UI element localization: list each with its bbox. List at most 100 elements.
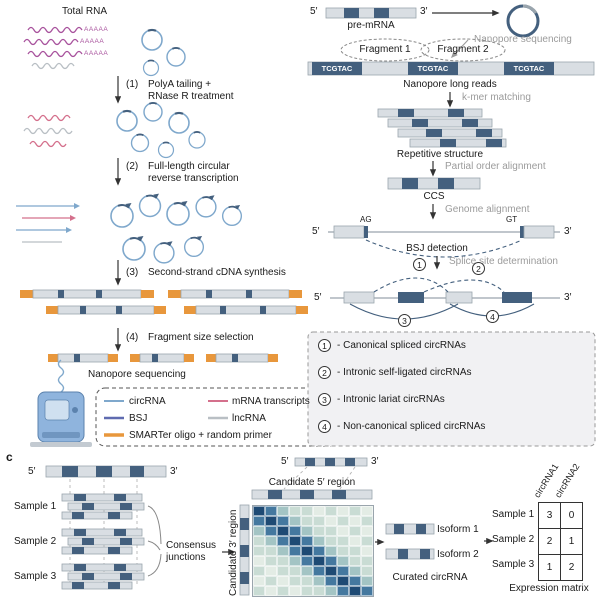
fragment2-ellipse bbox=[420, 38, 506, 62]
isoform1-bar bbox=[385, 523, 435, 535]
circled-4: 4 bbox=[486, 310, 499, 323]
size-selected-fragments bbox=[48, 353, 278, 363]
legend-entry-1: - Canonical spliced circRNAs bbox=[337, 340, 466, 351]
motif-tcgtac: TCGTAC bbox=[321, 64, 353, 73]
arrow-nanopore-sequencing bbox=[451, 39, 469, 59]
legend-lncrna-label: lncRNA bbox=[232, 413, 266, 424]
panel-b-graphics bbox=[307, 4, 596, 447]
heatmap-cell bbox=[265, 526, 277, 536]
poa-label: Partial order alignment bbox=[445, 161, 546, 172]
candidate-guide-line bbox=[339, 466, 356, 490]
legend-circrna-label: circRNA bbox=[129, 396, 166, 407]
panel-a-graphics bbox=[16, 26, 339, 447]
heatmap-cell bbox=[325, 546, 337, 556]
long-reads-label: Nanopore long reads bbox=[403, 79, 497, 90]
heatmap-cell bbox=[253, 556, 265, 566]
heatmap-cell bbox=[325, 586, 337, 596]
heatmap-cell bbox=[361, 566, 373, 576]
panel-c-label: c bbox=[6, 450, 13, 464]
heatmap-cell bbox=[253, 516, 265, 526]
heatmap-cell bbox=[313, 526, 325, 536]
heatmap-cell bbox=[325, 506, 337, 516]
step1-number: (1) bbox=[126, 79, 139, 90]
circled-1: 1 bbox=[413, 258, 426, 271]
reference-5prime: 5′ bbox=[28, 466, 36, 477]
alignment-heatmap bbox=[252, 505, 374, 597]
matrix-cell: 2 bbox=[560, 554, 583, 581]
step3-label: Second-strand cDNA synthesis bbox=[148, 267, 286, 278]
heatmap-cell bbox=[361, 526, 373, 536]
total-rna-molecules bbox=[23, 26, 83, 70]
fragment1-label: Fragment 1 bbox=[359, 44, 411, 55]
matrix-cell: 0 bbox=[560, 502, 583, 529]
polya-tail-label: AAAAA bbox=[80, 38, 105, 45]
heatmap-cell bbox=[337, 546, 349, 556]
heatmap-cell bbox=[289, 536, 301, 546]
second-strand-cdna-bars bbox=[20, 289, 308, 315]
matrix-sample1-label: Sample 1 bbox=[492, 509, 535, 520]
fragment2-label: Fragment 2 bbox=[437, 44, 489, 55]
heatmap-cell bbox=[289, 566, 301, 576]
heatmap-cell bbox=[313, 586, 325, 596]
motif-tcgtac: TCGTAC bbox=[417, 64, 449, 73]
sample3-reads bbox=[61, 563, 145, 590]
ccs-label: CCS bbox=[423, 191, 445, 202]
isoform2-label: Isoform 2 bbox=[437, 549, 479, 560]
heatmap-cell bbox=[313, 506, 325, 516]
consensus-brace bbox=[147, 505, 162, 577]
legend-circled-3: 3 bbox=[318, 393, 331, 406]
candidate-3prime-region-label: Candidate 3′ region bbox=[228, 509, 239, 596]
step3-number: (3) bbox=[126, 267, 139, 278]
heatmap-cell bbox=[313, 546, 325, 556]
polya-tail-label: AAAAA bbox=[84, 50, 109, 57]
heatmap-cell bbox=[361, 546, 373, 556]
heatmap-cell bbox=[361, 556, 373, 566]
sample3-label: Sample 3 bbox=[14, 571, 57, 582]
repetitive-structure-label: Repetitive structure bbox=[396, 149, 484, 160]
legend-entry-4: - Non-canonical spliced circRNAs bbox=[337, 421, 486, 432]
heatmap-cell bbox=[265, 586, 277, 596]
heatmap-cell bbox=[253, 586, 265, 596]
matrix-cell: 1 bbox=[560, 528, 583, 555]
candidate-5prime-sym: 5′ bbox=[281, 456, 289, 467]
heatmap-cell bbox=[289, 506, 301, 516]
heatmap-cell bbox=[337, 556, 349, 566]
heatmap-cell bbox=[313, 516, 325, 526]
kmer-matched-reads bbox=[377, 108, 507, 148]
heatmap-cell bbox=[361, 506, 373, 516]
total-rna-circles bbox=[140, 28, 186, 77]
candidate-region-bar bbox=[294, 457, 368, 467]
kmer-matching-label: k-mer matching bbox=[462, 92, 531, 103]
heatmap-cell bbox=[349, 526, 361, 536]
heatmap-cell bbox=[277, 506, 289, 516]
heatmap-cell bbox=[301, 586, 313, 596]
expression-matrix-caption: Expression matrix bbox=[509, 583, 589, 594]
panel-c-graphics bbox=[45, 457, 494, 596]
legend-circled-1: 1 bbox=[318, 339, 331, 352]
nanopore-sequencing-label-a: Nanopore sequencing bbox=[88, 369, 186, 380]
heatmap-cell bbox=[313, 536, 325, 546]
rolling-circle-rt bbox=[110, 192, 243, 264]
heatmap-cell bbox=[265, 536, 277, 546]
heatmap-cell bbox=[277, 516, 289, 526]
reference-3prime: 3′ bbox=[170, 466, 178, 477]
isoform1-label: Isoform 1 bbox=[437, 524, 479, 535]
genome-3prime: 3′ bbox=[564, 226, 572, 237]
step4-number: (4) bbox=[126, 332, 139, 343]
heatmap-cell bbox=[253, 536, 265, 546]
heatmap-cell bbox=[301, 556, 313, 566]
heatmap-cell bbox=[289, 516, 301, 526]
premrna-5prime: 5′ bbox=[310, 6, 318, 17]
heatmap-cell bbox=[253, 576, 265, 586]
polya-tail-label: AAAAA bbox=[84, 26, 109, 33]
legend-circled-2: 2 bbox=[318, 366, 331, 379]
legend-entry-3: - Intronic lariat circRNAs bbox=[337, 394, 445, 405]
heatmap-cell bbox=[253, 566, 265, 576]
candidate-3prime-strip bbox=[239, 504, 250, 596]
panel-b-legend-box bbox=[307, 331, 596, 447]
heatmap-cell bbox=[337, 516, 349, 526]
sample2-label: Sample 2 bbox=[14, 536, 57, 547]
circled-2: 2 bbox=[472, 262, 485, 275]
heatmap-cell bbox=[337, 536, 349, 546]
heatmap-cell bbox=[277, 556, 289, 566]
